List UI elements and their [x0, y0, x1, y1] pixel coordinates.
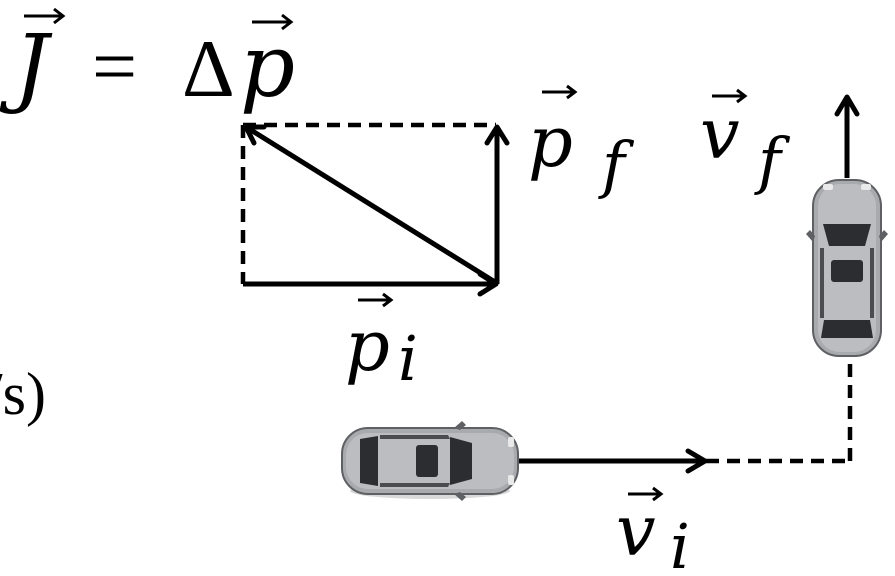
p-initial-vector-tip [382, 292, 394, 308]
initial-velocity-arrowhead [685, 448, 708, 474]
v-initial-vector-tip [652, 486, 664, 502]
p-final-symbol: p [528, 101, 573, 183]
final-momentum-arrowhead [484, 124, 510, 146]
p-initial-subscript: i [398, 322, 418, 395]
equals-sign: = [92, 23, 137, 111]
v-initial-symbol: v [616, 490, 656, 572]
car-final-icon [806, 179, 888, 357]
impulse-equation: J = Δ p [0, 7, 295, 117]
label-p-initial: p i [345, 292, 418, 395]
label-p-final: p f [528, 84, 635, 201]
car-path [516, 94, 860, 474]
v-final-symbol: v [700, 93, 740, 175]
car-initial-icon [341, 421, 519, 501]
v-final-vector-tip [736, 88, 748, 104]
impulse-diagonal-arrowhead [243, 124, 267, 146]
cut-off-unit-text: /s) [0, 361, 46, 427]
label-v-initial: v i [616, 486, 690, 576]
momentum-symbol: p [240, 17, 295, 117]
momentum-vector-diagram [240, 122, 510, 297]
delta-symbol: Δ [182, 23, 235, 114]
label-v-final: v f [700, 88, 791, 197]
p-final-subscript: f [598, 128, 635, 201]
impulse-diagonal-arrow [244, 124, 497, 285]
impulse-symbol: J [0, 17, 53, 117]
v-initial-subscript: i [670, 510, 690, 576]
momentum-vector-tip [281, 13, 294, 31]
p-final-vector-tip [566, 84, 578, 100]
p-initial-symbol: p [345, 305, 390, 387]
v-final-subscript: f [754, 124, 791, 197]
final-velocity-arrowhead [834, 94, 860, 117]
impulse-vector-tip [53, 7, 66, 25]
